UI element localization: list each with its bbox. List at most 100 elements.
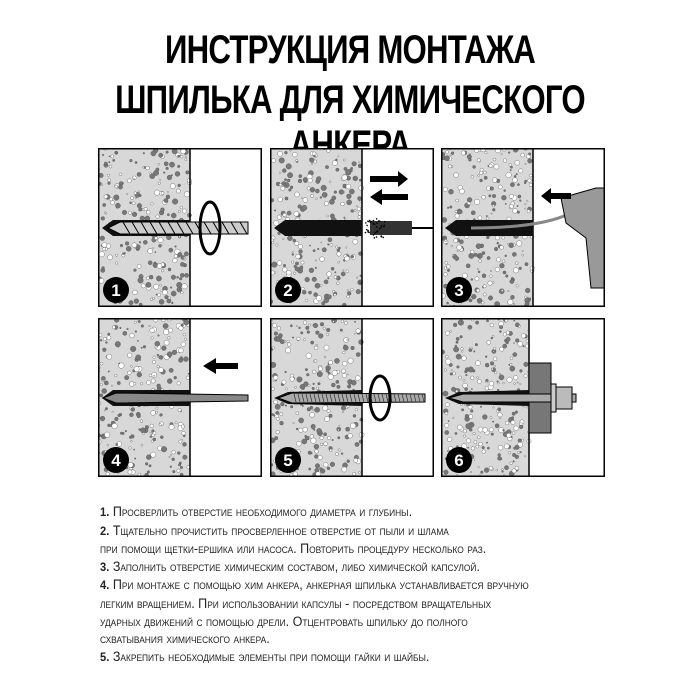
step-3-filling-panel: 33 xyxy=(441,148,605,307)
concrete-speck xyxy=(173,376,177,380)
concrete-speck xyxy=(482,414,488,420)
concrete-speck xyxy=(330,267,335,271)
concrete-speck xyxy=(496,380,499,383)
concrete-speck xyxy=(169,183,176,189)
concrete-speck xyxy=(455,389,459,393)
concrete-speck xyxy=(503,189,506,192)
concrete-speck xyxy=(107,181,111,185)
concrete-speck xyxy=(524,301,530,306)
concrete-speck xyxy=(143,240,148,245)
concrete-speck xyxy=(515,322,520,328)
concrete-speck xyxy=(514,160,520,166)
concrete-speck xyxy=(146,380,152,386)
concrete-speck xyxy=(336,248,340,252)
concrete-speck xyxy=(150,410,156,416)
concrete-speck xyxy=(473,440,478,444)
concrete-speck xyxy=(467,324,473,330)
concrete-speck xyxy=(518,266,522,270)
concrete-speck xyxy=(444,423,450,428)
dust-particle xyxy=(383,225,385,228)
thread xyxy=(325,393,329,403)
concrete-speck xyxy=(323,441,328,446)
concrete-speck xyxy=(443,272,448,277)
concrete-speck xyxy=(125,246,132,252)
concrete-speck xyxy=(282,238,285,240)
concrete-speck xyxy=(443,266,447,270)
concrete-speck xyxy=(105,212,108,215)
dust-particle xyxy=(369,221,372,224)
concrete-speck xyxy=(140,283,146,289)
concrete-speck xyxy=(508,242,514,249)
concrete-speck xyxy=(136,413,141,419)
concrete-speck xyxy=(280,186,286,191)
concrete-speck xyxy=(505,274,509,278)
concrete-speck xyxy=(185,375,190,380)
concrete-speck xyxy=(452,371,456,376)
concrete-speck xyxy=(130,365,133,368)
concrete-speck xyxy=(176,281,183,288)
concrete-speck xyxy=(129,201,132,205)
concrete-speck xyxy=(156,383,161,388)
concrete-speck xyxy=(350,422,357,429)
concrete-speck xyxy=(128,300,134,306)
step-number-badge xyxy=(446,277,472,303)
concrete-speck xyxy=(291,251,294,254)
concrete-speck xyxy=(473,350,476,353)
concrete-speck xyxy=(289,376,295,382)
concrete-speck xyxy=(478,441,483,447)
concrete-speck xyxy=(494,266,500,272)
concrete-speck xyxy=(149,327,155,333)
dust-particle xyxy=(372,223,375,225)
concrete-speck xyxy=(100,434,103,438)
concrete-speck xyxy=(278,183,283,187)
concrete-speck xyxy=(150,336,154,340)
concrete-speck xyxy=(489,186,494,191)
concrete-speck xyxy=(278,333,283,338)
concrete-speck xyxy=(159,179,162,181)
concrete-speck xyxy=(456,208,463,215)
concrete-speck xyxy=(497,453,501,457)
concrete-speck xyxy=(293,211,299,217)
concrete-speck xyxy=(142,166,145,169)
thread xyxy=(405,393,409,403)
concrete-speck xyxy=(133,298,139,304)
concrete-speck xyxy=(167,190,169,193)
concrete-speck xyxy=(146,210,151,215)
concrete-speck xyxy=(313,154,316,158)
concrete-speck xyxy=(445,150,449,154)
concrete-speck xyxy=(306,330,310,334)
concrete-speck xyxy=(341,405,347,411)
concrete-speck xyxy=(463,434,466,438)
dust-particle xyxy=(372,219,375,222)
concrete-speck xyxy=(512,252,517,257)
concrete-speck xyxy=(312,382,315,385)
concrete-speck xyxy=(163,161,169,167)
dust-particle xyxy=(383,220,386,223)
title-line-1: ИНСТРУКЦИЯ МОНТАЖА xyxy=(164,28,536,72)
concrete-speck xyxy=(110,154,115,159)
concrete-speck xyxy=(124,375,130,381)
concrete-speck xyxy=(174,171,181,177)
concrete-speck xyxy=(355,289,361,295)
concrete-speck xyxy=(449,372,453,376)
concrete-speck xyxy=(491,367,494,371)
concrete-speck xyxy=(314,282,321,289)
concrete-speck xyxy=(514,410,518,414)
concrete-speck xyxy=(110,200,116,206)
concrete-speck xyxy=(132,201,136,205)
concrete-speck xyxy=(148,274,154,280)
concrete-speck xyxy=(519,199,522,202)
concrete-speck xyxy=(99,415,106,422)
concrete-speck xyxy=(496,241,499,245)
concrete-speck xyxy=(287,235,293,241)
concrete-speck xyxy=(335,167,340,172)
concrete-speck xyxy=(162,289,168,296)
dust-particle xyxy=(368,231,371,234)
concrete-speck xyxy=(343,321,348,325)
concrete-speck xyxy=(309,412,315,418)
concrete-speck xyxy=(445,355,449,359)
concrete-speck xyxy=(339,328,343,332)
arrow-left-icon xyxy=(541,188,571,204)
concrete-speck xyxy=(286,340,290,343)
thread xyxy=(317,393,321,403)
